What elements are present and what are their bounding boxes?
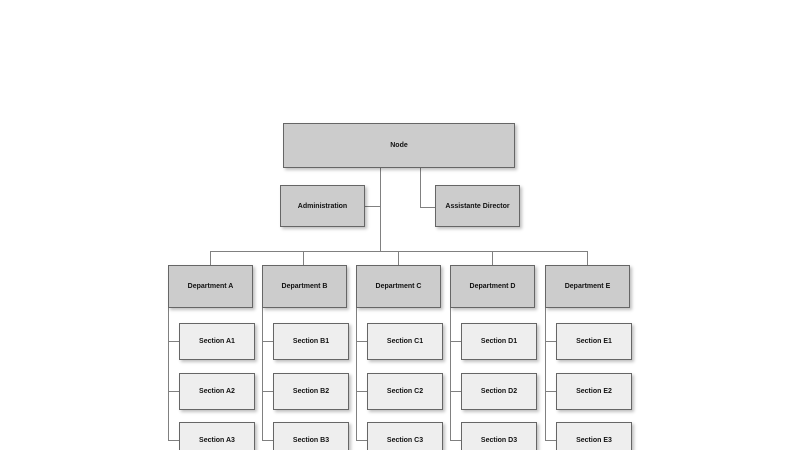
section-b3-box[interactable]: Section B3 bbox=[273, 422, 349, 450]
connector-dept-d-stub bbox=[492, 251, 493, 265]
connector-administration bbox=[365, 206, 380, 207]
connector-assistant-vertical bbox=[420, 168, 421, 207]
connector-section-b2-stub bbox=[262, 391, 273, 392]
connector-section-a1-stub bbox=[168, 341, 179, 342]
connector-section-c2-stub bbox=[356, 391, 367, 392]
connector-section-e3-stub bbox=[545, 440, 556, 441]
connector-section-a2-stub bbox=[168, 391, 179, 392]
connector-dept-b-stub bbox=[303, 251, 304, 265]
section-e2-box[interactable]: Section E2 bbox=[556, 373, 632, 410]
connector-col-d-spine bbox=[450, 308, 451, 441]
connector-section-c3-stub bbox=[356, 440, 367, 441]
section-e3-box[interactable]: Section E3 bbox=[556, 422, 632, 450]
connector-section-e2-stub bbox=[545, 391, 556, 392]
node-box[interactable]: Node bbox=[283, 123, 515, 168]
connector-section-e1-stub bbox=[545, 341, 556, 342]
section-d1-box[interactable]: Section D1 bbox=[461, 323, 537, 360]
section-c1-box[interactable]: Section C1 bbox=[367, 323, 443, 360]
connector-dept-e-stub bbox=[587, 251, 588, 265]
assistante-director-box[interactable]: Assistante Director bbox=[435, 185, 520, 227]
connector-section-b3-stub bbox=[262, 440, 273, 441]
connector-section-d3-stub bbox=[450, 440, 461, 441]
section-c2-box[interactable]: Section C2 bbox=[367, 373, 443, 410]
connector-departments-bus bbox=[210, 251, 588, 252]
section-e1-box[interactable]: Section E1 bbox=[556, 323, 632, 360]
department-b-box[interactable]: Department B bbox=[262, 265, 347, 308]
connector-dept-a-stub bbox=[210, 251, 211, 265]
department-e-box[interactable]: Department E bbox=[545, 265, 630, 308]
connector-section-c1-stub bbox=[356, 341, 367, 342]
section-b1-box[interactable]: Section B1 bbox=[273, 323, 349, 360]
connector-assistant-horizontal bbox=[420, 207, 435, 208]
connector-section-d2-stub bbox=[450, 391, 461, 392]
section-d2-box[interactable]: Section D2 bbox=[461, 373, 537, 410]
connector-col-a-spine bbox=[168, 308, 169, 441]
section-b2-box[interactable]: Section B2 bbox=[273, 373, 349, 410]
section-a3-box[interactable]: Section A3 bbox=[179, 422, 255, 450]
connector-col-c-spine bbox=[356, 308, 357, 441]
administration-box[interactable]: Administration bbox=[280, 185, 365, 227]
section-d3-box[interactable]: Section D3 bbox=[461, 422, 537, 450]
connector-col-e-spine bbox=[545, 308, 546, 441]
section-c3-box[interactable]: Section C3 bbox=[367, 422, 443, 450]
connector-section-b1-stub bbox=[262, 341, 273, 342]
connector-node-trunk bbox=[380, 168, 381, 251]
department-d-box[interactable]: Department D bbox=[450, 265, 535, 308]
section-a2-box[interactable]: Section A2 bbox=[179, 373, 255, 410]
connector-section-d1-stub bbox=[450, 341, 461, 342]
connector-col-b-spine bbox=[262, 308, 263, 441]
department-a-box[interactable]: Department A bbox=[168, 265, 253, 308]
department-c-box[interactable]: Department C bbox=[356, 265, 441, 308]
section-a1-box[interactable]: Section A1 bbox=[179, 323, 255, 360]
connector-section-a3-stub bbox=[168, 440, 179, 441]
connector-dept-c-stub bbox=[398, 251, 399, 265]
